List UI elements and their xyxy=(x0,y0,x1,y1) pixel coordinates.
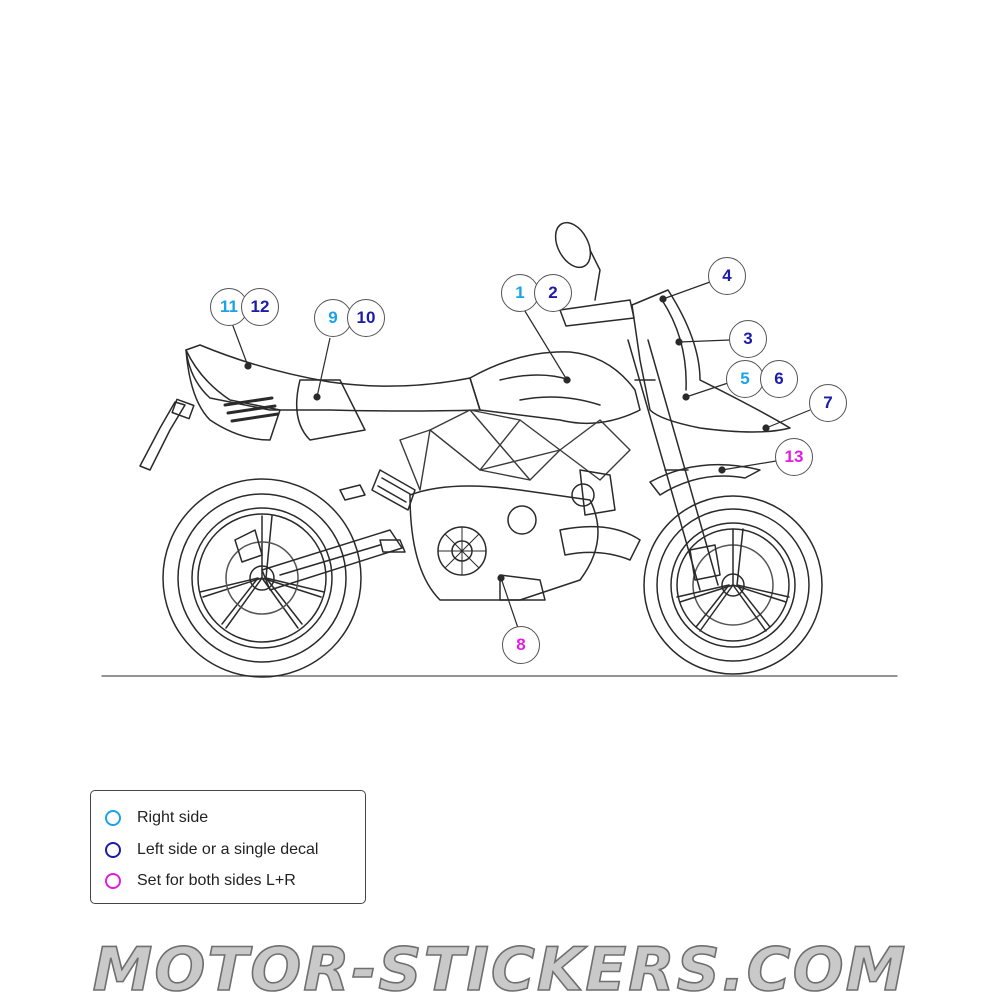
right-side-ring-icon xyxy=(105,810,121,826)
engine xyxy=(409,469,616,601)
front-wheel xyxy=(643,495,823,675)
front-fairing xyxy=(631,289,791,433)
legend: Right side Left side or a single decal S… xyxy=(90,790,366,904)
rear-brake-caliper xyxy=(234,529,263,563)
fuel-tank xyxy=(469,351,641,425)
handlebar xyxy=(559,299,635,327)
legend-item-both-sides: Set for both sides L+R xyxy=(105,872,296,890)
left-side-ring-icon xyxy=(105,842,121,858)
decal-callout-4: 4 xyxy=(708,257,746,295)
both-sides-ring-icon xyxy=(105,873,121,889)
side-panel xyxy=(295,379,366,441)
decal-callout-9: 9 xyxy=(314,299,352,337)
decal-callout-13: 13 xyxy=(775,438,813,476)
decal-callout-2: 2 xyxy=(534,274,572,312)
license-plate-bracket xyxy=(139,401,186,471)
rear-wheel xyxy=(162,478,362,678)
watermark: MOTOR-STICKERS.COM xyxy=(92,934,908,1005)
legend-item-right-side: Right side xyxy=(105,809,208,827)
tail-section xyxy=(185,349,281,441)
fork-right xyxy=(647,339,719,586)
swingarm xyxy=(261,529,403,591)
decal-callout-6: 6 xyxy=(760,360,798,398)
mirror-stem xyxy=(589,249,601,301)
rear-shock xyxy=(371,469,416,511)
front-brake-caliper xyxy=(689,544,721,581)
mirror xyxy=(554,221,592,269)
fork-left xyxy=(627,339,701,591)
legend-label: Set for both sides L+R xyxy=(137,872,296,889)
legend-label: Right side xyxy=(137,809,209,826)
decal-callout-7: 7 xyxy=(809,384,847,422)
decal-callout-11: 11 xyxy=(210,288,248,326)
decal-callout-3: 3 xyxy=(729,320,767,358)
seat xyxy=(185,344,481,412)
decal-callout-5: 5 xyxy=(726,360,764,398)
legend-label: Left side or a single decal xyxy=(137,841,319,858)
decal-callout-12: 12 xyxy=(241,288,279,326)
legend-item-left-side: Left side or a single decal xyxy=(105,841,318,859)
decal-callout-8: 8 xyxy=(502,626,540,664)
trellis-frame xyxy=(399,409,631,491)
exhaust-header xyxy=(559,525,641,561)
front-mudguard xyxy=(649,463,761,496)
decal-callout-10: 10 xyxy=(347,299,385,337)
